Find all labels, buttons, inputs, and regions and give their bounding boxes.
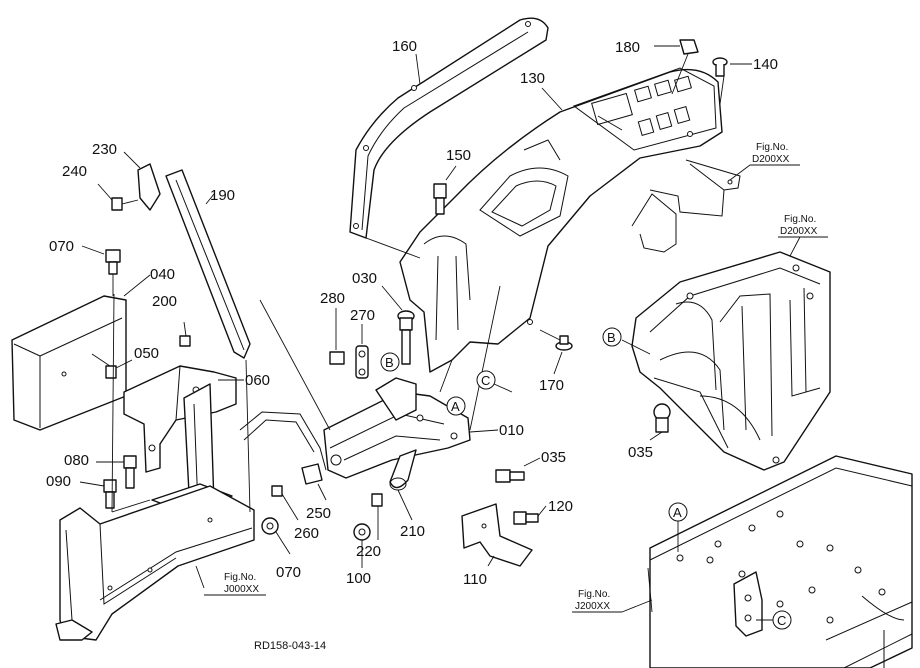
drawing-code: RD158-043-14 <box>254 640 326 652</box>
label-170: 170 <box>539 377 564 394</box>
part-180-clip <box>654 39 699 95</box>
fig-ref-3-code: J000XX <box>224 584 259 595</box>
label-120: 120 <box>548 498 573 515</box>
label-160: 160 <box>392 38 417 55</box>
part-070-bolt-upper <box>105 249 121 296</box>
label-240: 240 <box>62 163 87 180</box>
label-010: 010 <box>499 422 524 439</box>
label-070-lower: 070 <box>276 564 301 581</box>
part-250-linkage <box>239 411 327 501</box>
part-220-bolt <box>371 493 383 540</box>
part-280-bolt <box>329 351 345 365</box>
part-230-plate <box>123 151 161 211</box>
label-260: 260 <box>294 525 319 542</box>
label-035-right: 035 <box>628 444 653 461</box>
label-070-upper: 070 <box>49 238 74 255</box>
part-190-rod <box>165 169 251 359</box>
label-110: 110 <box>463 571 487 588</box>
marker-b-center: B <box>385 355 394 370</box>
part-110-bracket <box>461 503 533 567</box>
label-060: 060 <box>245 372 270 389</box>
label-040: 040 <box>150 266 175 283</box>
label-130: 130 <box>520 70 545 87</box>
marker-c-right: C <box>777 613 786 628</box>
label-140: 140 <box>753 56 778 73</box>
part-260-bolt <box>271 485 299 521</box>
marker-a-center: A <box>451 399 460 414</box>
label-090: 090 <box>46 473 71 490</box>
label-200: 200 <box>152 293 177 310</box>
fig-ref-4-prefix: Fig.No. <box>578 589 610 600</box>
part-labels: 160 130 180 140 150 230 240 190 070 040 … <box>46 38 778 588</box>
part-090-bolt <box>103 479 117 509</box>
marker-c-center: C <box>481 373 490 388</box>
circle-markers: B A C B A C <box>380 327 792 630</box>
part-035-bolt-center <box>495 457 541 483</box>
fig-ref-2-prefix: Fig.No. <box>784 214 816 225</box>
part-210-arm <box>389 449 417 521</box>
label-230: 230 <box>92 141 117 158</box>
frame-casting-right <box>621 251 831 471</box>
figure-references: Fig.No. D200XX Fig.No. D200XX Fig.No. J0… <box>204 142 828 613</box>
label-190: 190 <box>210 187 235 204</box>
label-030: 030 <box>352 270 377 287</box>
label-180: 180 <box>615 39 640 56</box>
label-100: 100 <box>346 570 371 587</box>
floor-plate-lower-right <box>649 455 913 668</box>
label-280: 280 <box>320 290 345 307</box>
label-050: 050 <box>134 345 159 362</box>
part-120-bolt <box>513 511 539 525</box>
part-200-bolt <box>179 321 191 347</box>
part-035-bolt-right <box>649 403 671 441</box>
marker-a-right: A <box>673 505 682 520</box>
part-030-bolt <box>397 310 415 365</box>
base-frame-left <box>55 485 255 641</box>
part-140-screw <box>712 57 752 105</box>
label-035-center: 035 <box>541 449 566 466</box>
part-160-arm <box>349 17 549 239</box>
part-060-bracket <box>123 365 237 473</box>
label-080: 080 <box>64 452 89 469</box>
reference-lines <box>111 231 653 613</box>
fig-ref-3-prefix: Fig.No. <box>224 572 256 583</box>
part-130-panel-cover <box>399 67 723 373</box>
marker-b-right: B <box>607 330 616 345</box>
part-240-bolt <box>97 183 139 211</box>
part-070-bolt-lower <box>261 517 291 555</box>
label-220: 220 <box>356 543 381 560</box>
part-270-plate <box>355 345 369 379</box>
part-170-bolt <box>539 329 573 351</box>
label-250: 250 <box>306 505 331 522</box>
fig-ref-2-code: D200XX <box>780 226 818 237</box>
label-210: 210 <box>400 523 425 540</box>
fig-ref-1-prefix: Fig.No. <box>756 142 788 153</box>
part-100-bolt <box>353 523 371 568</box>
part-150-bolt <box>433 165 457 215</box>
part-040-cover-box <box>11 295 127 431</box>
part-080-bolt <box>123 455 137 489</box>
part-050-bolt <box>91 353 133 379</box>
bracket-upper-right <box>631 159 741 253</box>
part-010-lever-assembly <box>323 377 499 479</box>
fig-ref-4-code: J200XX <box>575 601 610 612</box>
label-150: 150 <box>446 147 471 164</box>
label-270: 270 <box>350 307 375 324</box>
fig-ref-1-code: D200XX <box>752 154 790 165</box>
